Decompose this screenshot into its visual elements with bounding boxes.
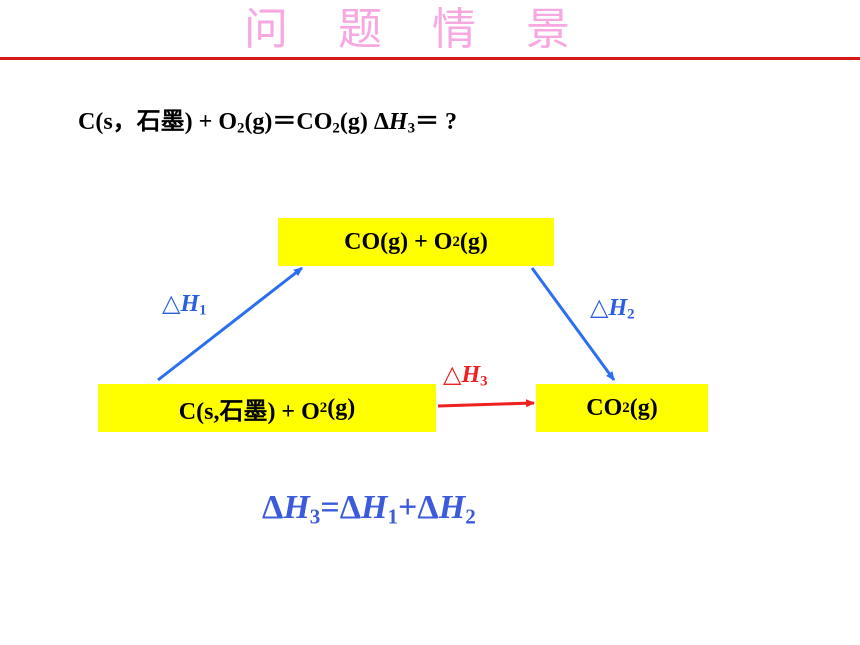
eq-part-delta: (g) Δ	[339, 109, 389, 135]
sum-h-1: H	[283, 489, 310, 526]
dh3-h: H	[461, 362, 481, 388]
sum-delta-1: Δ	[262, 489, 284, 526]
dh3-sub: 3	[480, 373, 488, 390]
box-left-text-a: C(s,石墨) + O	[178, 398, 320, 425]
box-left-text-b: (g)	[327, 394, 356, 421]
label-dh2: △H2	[590, 294, 635, 322]
sum-plus: +Δ	[398, 489, 439, 526]
eq-sub-h3: 3	[407, 120, 415, 137]
dh2-h: H	[608, 295, 628, 321]
label-dh1: △H1	[162, 290, 207, 318]
eq-sub-co2: 2	[332, 120, 340, 137]
box-top-text-b: (g)	[459, 228, 488, 255]
arrow-dh1	[157, 266, 303, 382]
dh1-h: H	[180, 291, 200, 317]
box-right-text-b: (g)	[629, 394, 658, 421]
eq-h-symbol: H	[388, 109, 408, 135]
eq-part-mid: (g)＝CO	[244, 109, 333, 135]
dh2-triangle: △	[590, 295, 609, 321]
box-right-text-a: CO	[586, 394, 623, 421]
sum-sub-1: 3	[309, 504, 321, 529]
sum-h-3: H	[438, 489, 466, 526]
reaction-equation: C(s，石墨) + O2(g)＝CO2(g) ΔH3＝ ?	[78, 104, 457, 140]
sum-sub-2: 1	[387, 504, 399, 529]
dh1-sub: 1	[199, 302, 207, 319]
sum-equals: =Δ	[320, 489, 362, 526]
hess-law-sum: ΔH3=ΔH1+ΔH2	[262, 488, 476, 528]
label-dh3: △H3	[443, 361, 488, 389]
sum-h-2: H	[361, 489, 388, 526]
eq-sub-o2: 2	[237, 120, 245, 137]
dh3-triangle: △	[443, 362, 462, 388]
title-underline	[0, 57, 860, 60]
dh1-triangle: △	[162, 291, 181, 317]
arrow-dh2	[530, 267, 616, 381]
arrow-dh3	[437, 399, 535, 408]
box-top-text-a: CO(g) + O	[344, 228, 453, 255]
eq-part-reactants: C(s，石墨) + O	[78, 109, 237, 135]
eq-part-rhs: ＝ ?	[415, 109, 457, 135]
dh2-sub: 2	[627, 306, 635, 323]
sum-sub-3: 2	[465, 504, 476, 529]
